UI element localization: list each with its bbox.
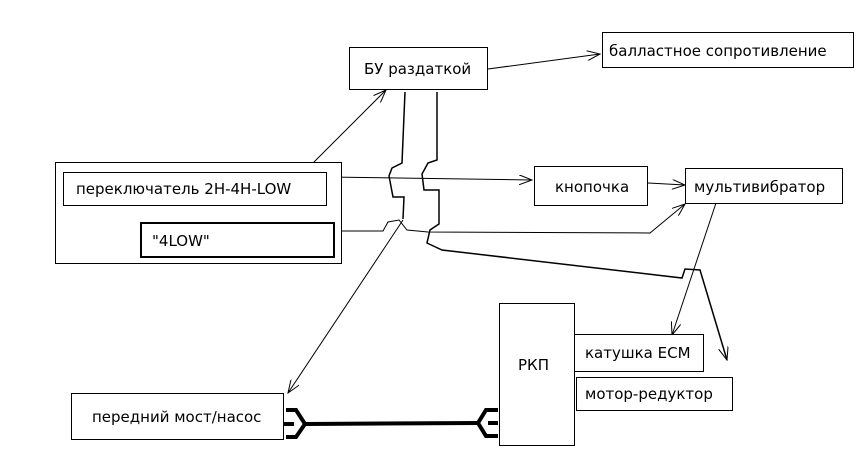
switch-node[interactable]: переключатель 2H-4H-LOW <box>63 172 327 206</box>
motor-label: мотор-редуктор <box>585 385 713 403</box>
coil-node[interactable]: катушка ECM <box>574 334 704 372</box>
arrow-switch-to-button <box>326 177 532 180</box>
button-label: кнопочка <box>555 178 630 196</box>
4low-node[interactable]: "4LOW" <box>140 222 335 258</box>
arrow-switch-to-bu <box>302 90 386 174</box>
multivibrator-node[interactable]: мультивибратор <box>685 168 843 204</box>
ballast-node[interactable]: балластное сопротивление <box>602 32 854 68</box>
motor-node[interactable]: мотор-редуктор <box>576 377 733 411</box>
arrow-multivibrator-to-coil <box>672 202 717 335</box>
bu-razdatkoy-label: БУ раздаткой <box>364 60 472 78</box>
multivibrator-label: мультивибратор <box>694 178 826 196</box>
4low-label: "4LOW" <box>152 232 210 250</box>
arrow-button-to-multivibrator <box>647 183 685 185</box>
button-node[interactable]: кнопочка <box>534 166 648 206</box>
rkp-label: РКП <box>518 356 549 374</box>
coil-label: катушка ECM <box>585 344 691 362</box>
front-axle-label: передний мост/насос <box>92 408 262 426</box>
wire-bu-left <box>388 91 406 220</box>
wire-bu-right <box>421 92 727 360</box>
drive-shaft <box>284 408 498 439</box>
bu-razdatkoy-node[interactable]: БУ раздаткой <box>349 47 488 90</box>
arrow-4low-to-front-axle <box>288 219 404 393</box>
arrow-bu-to-ballast <box>487 54 600 70</box>
rkp-node[interactable]: РКП <box>499 303 575 446</box>
ballast-label: балластное сопротивление <box>609 42 827 60</box>
front-axle-node[interactable]: передний мост/насос <box>71 393 284 440</box>
arrow-4low-to-multivibrator <box>336 204 685 234</box>
switch-label: переключатель 2H-4H-LOW <box>76 180 292 198</box>
